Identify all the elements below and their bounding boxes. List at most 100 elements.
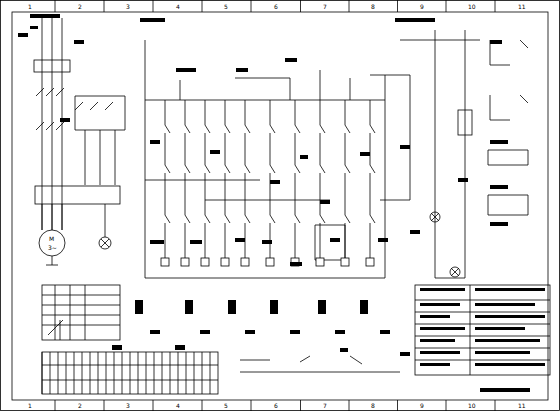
label-block <box>490 40 502 44</box>
column-tick <box>397 400 398 411</box>
gap <box>223 215 227 223</box>
terminal <box>74 352 75 394</box>
label-block <box>420 339 455 342</box>
contact-symbol <box>245 125 250 133</box>
label-block <box>380 330 390 334</box>
label-block <box>318 300 326 314</box>
label-block <box>270 300 278 314</box>
terminal <box>138 352 139 394</box>
column-tick <box>495 400 496 411</box>
grid-number: 5 <box>223 3 229 10</box>
label-block <box>285 58 297 62</box>
column-tick <box>202 0 203 12</box>
label-block <box>340 348 348 352</box>
relay-coil <box>201 258 209 266</box>
relay-coil <box>316 258 324 266</box>
grid-number: 10 <box>467 3 477 10</box>
contact-symbol <box>205 165 210 173</box>
terminal <box>122 352 123 394</box>
grid-number: 1 <box>27 3 33 10</box>
column-tick <box>300 400 301 411</box>
grid-number: 9 <box>419 3 425 10</box>
label-block <box>300 155 308 159</box>
label-block <box>410 230 420 234</box>
label-block <box>400 145 410 149</box>
label-block <box>228 300 236 314</box>
gap <box>368 165 372 173</box>
column-tick <box>251 0 252 12</box>
gap <box>203 165 207 173</box>
grid-number: 4 <box>175 3 181 10</box>
grid-number: 11 <box>517 402 527 409</box>
label-block <box>235 238 245 242</box>
gap <box>268 125 272 133</box>
grid-number: 4 <box>175 402 181 409</box>
label-block <box>490 185 508 189</box>
relay-coil <box>341 258 349 266</box>
gap <box>368 125 372 133</box>
column-tick <box>104 400 105 411</box>
grid-number: 8 <box>370 402 376 409</box>
contact-symbol <box>225 125 230 133</box>
label-block <box>360 300 368 314</box>
label-block <box>480 388 530 392</box>
terminal <box>186 352 187 394</box>
label-block <box>420 327 465 330</box>
label-block <box>320 200 330 204</box>
control-circuit <box>145 30 528 278</box>
terminal <box>210 352 211 394</box>
column-tick <box>446 0 447 12</box>
gap <box>293 125 297 133</box>
label-block <box>236 68 248 72</box>
contact-symbol <box>345 165 350 173</box>
label-block <box>74 40 84 44</box>
label-block <box>200 330 210 334</box>
column-tick <box>397 0 398 12</box>
relay-coil <box>161 258 169 266</box>
terminal <box>90 352 91 394</box>
label-block <box>185 300 193 314</box>
grid-number: 3 <box>125 402 131 409</box>
grid-number: 5 <box>223 402 229 409</box>
gap <box>368 215 372 223</box>
tables <box>42 285 550 394</box>
contact-symbol <box>225 165 230 173</box>
label-block <box>420 351 460 354</box>
terminal <box>146 352 147 394</box>
terminal <box>170 352 171 394</box>
label-block <box>60 118 70 122</box>
contact-symbol <box>345 215 350 223</box>
label-block <box>150 330 160 334</box>
label-block <box>140 18 165 22</box>
terminal <box>50 352 51 394</box>
label-block <box>420 303 460 306</box>
label-block <box>30 26 38 29</box>
terminal <box>154 352 155 394</box>
label-block <box>400 352 410 356</box>
contact-symbol <box>370 125 375 133</box>
column-tick <box>300 0 301 12</box>
terminal <box>178 352 179 394</box>
relay-coil <box>241 258 249 266</box>
gap <box>183 215 187 223</box>
label-block <box>135 300 143 314</box>
gap <box>183 165 187 173</box>
label-block <box>18 33 28 37</box>
terminal <box>202 352 203 394</box>
contact-symbol <box>185 125 190 133</box>
gap <box>163 165 167 173</box>
gap <box>268 215 272 223</box>
contact-symbol <box>270 165 275 173</box>
label-block <box>176 68 196 72</box>
contact-symbol <box>320 215 325 223</box>
gap <box>318 165 322 173</box>
label-block <box>458 178 468 182</box>
gap <box>223 125 227 133</box>
contact-symbol <box>185 165 190 173</box>
label-block <box>290 262 302 266</box>
label-block <box>210 150 220 154</box>
contact-symbol <box>270 125 275 133</box>
terminal <box>106 352 107 394</box>
